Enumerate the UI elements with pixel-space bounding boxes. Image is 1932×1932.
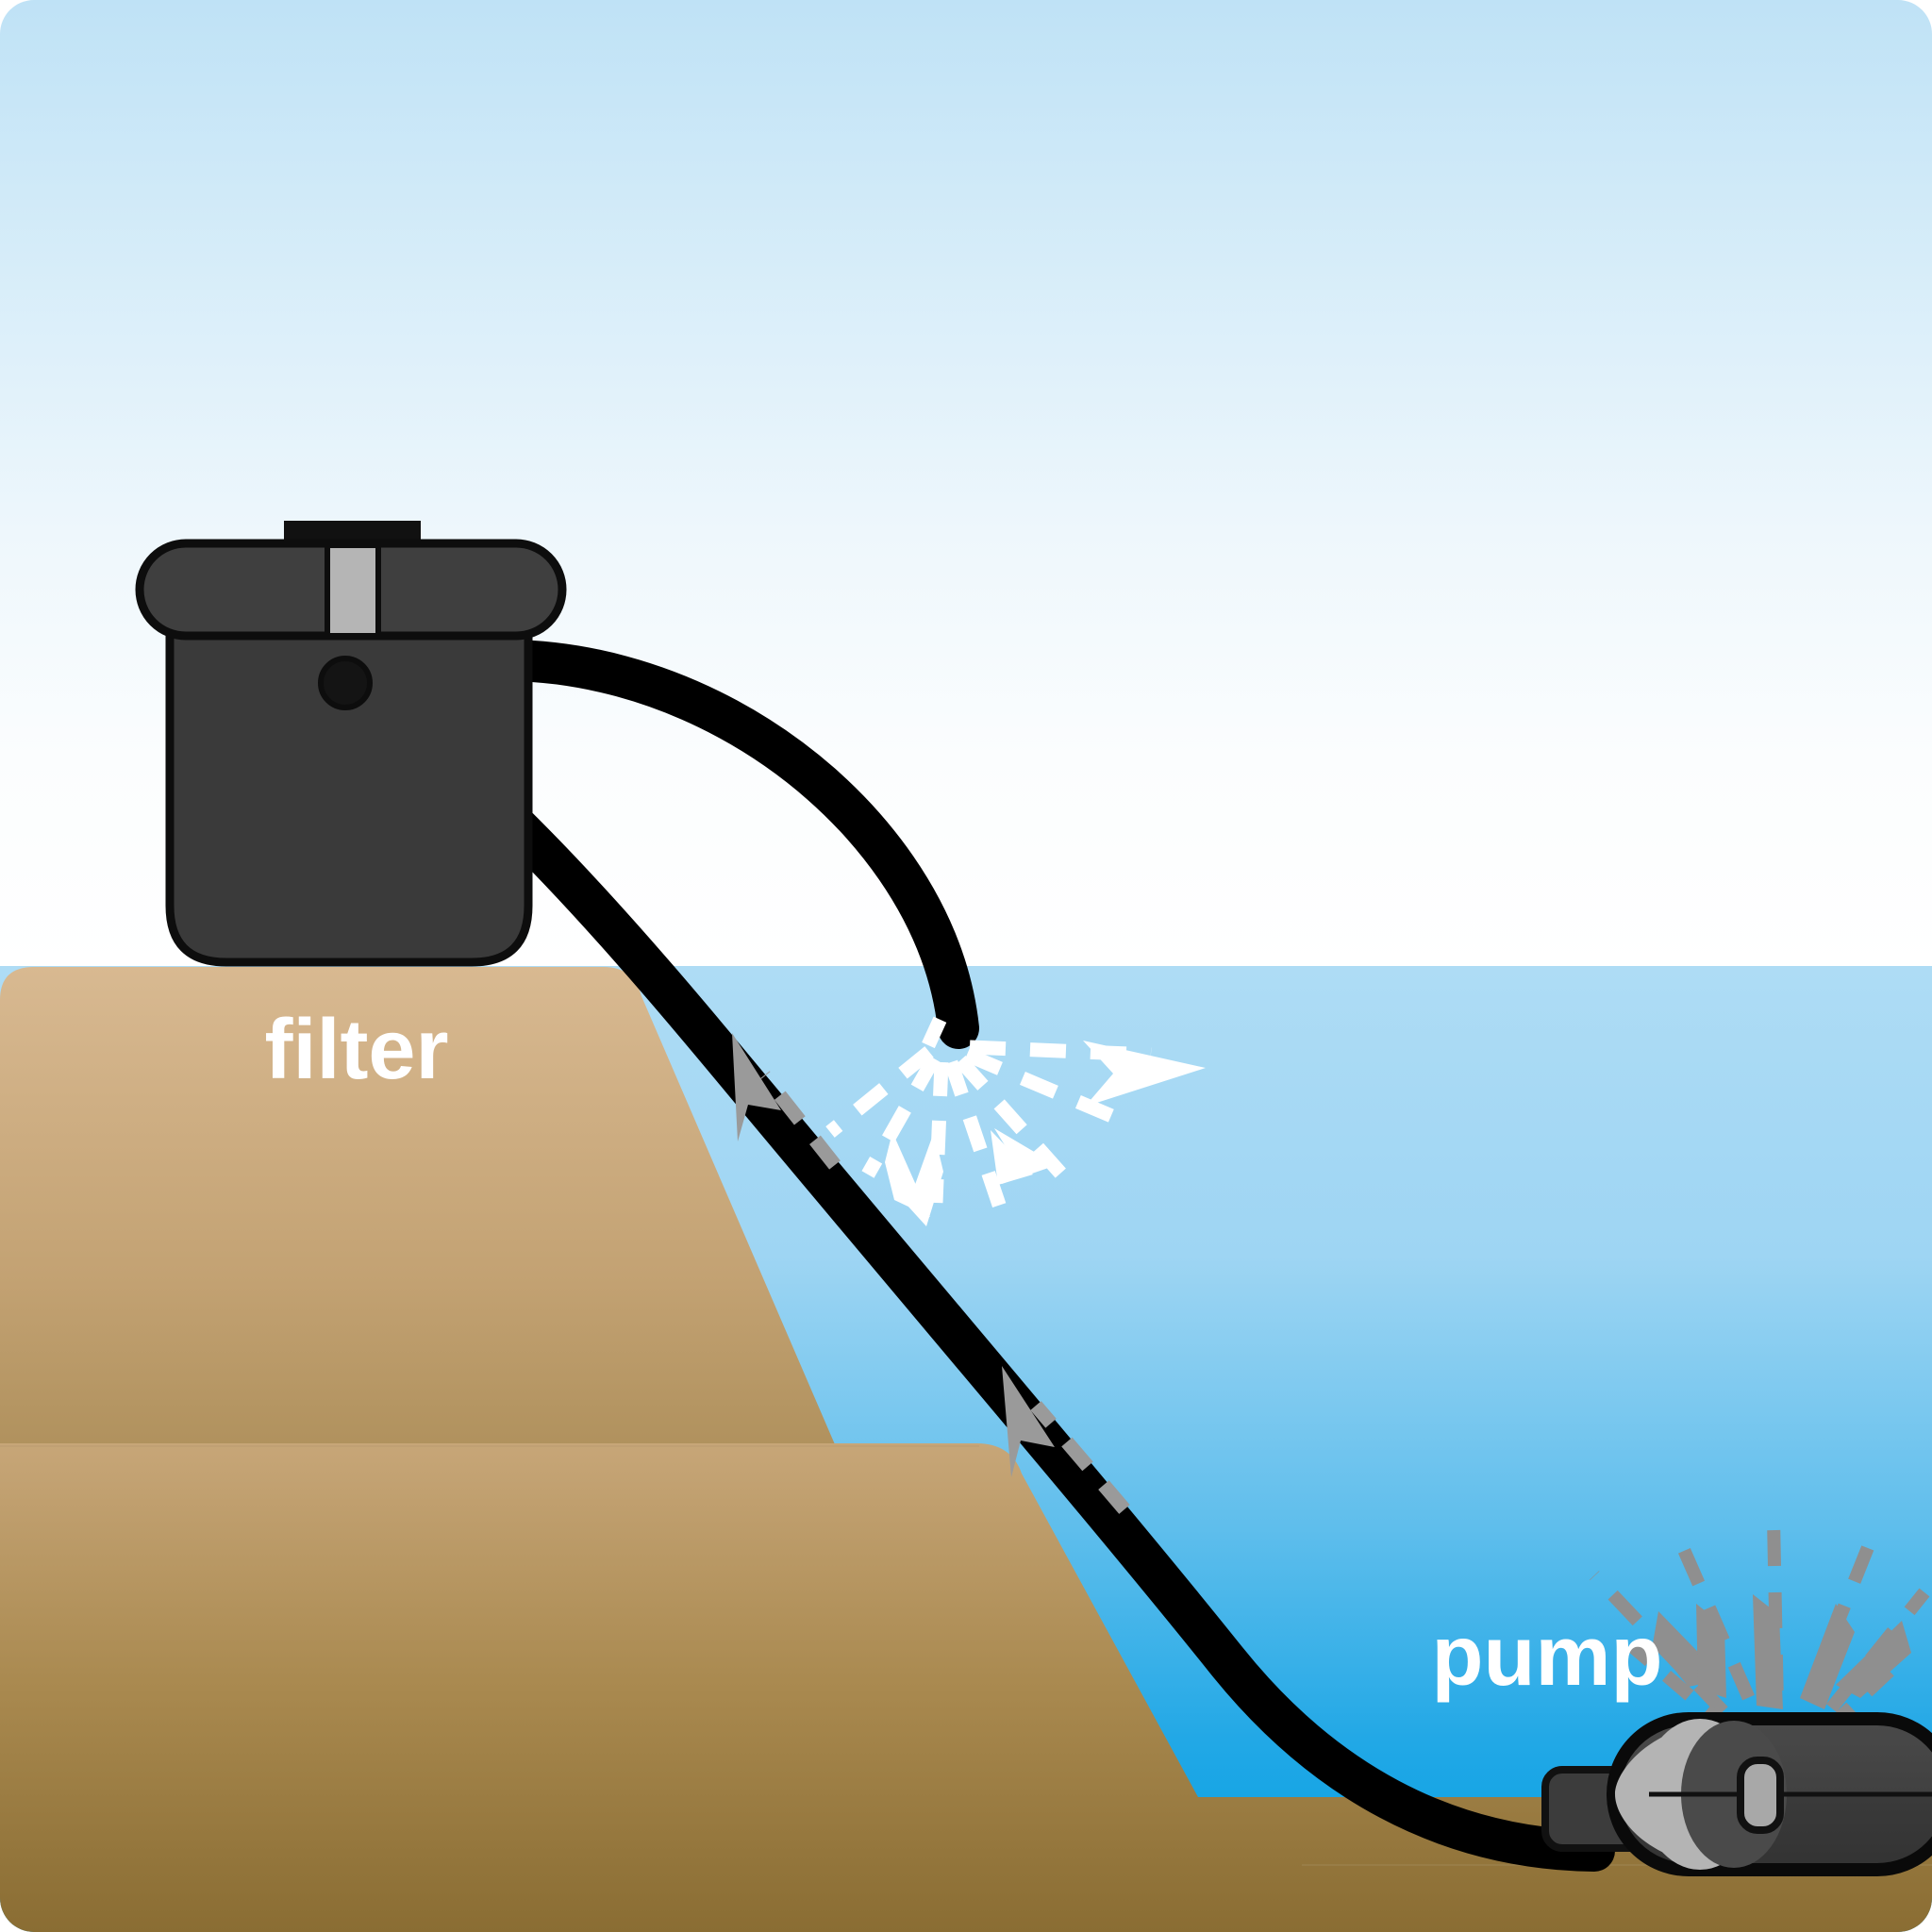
outlet-hose — [489, 640, 979, 1049]
flow-arrow-upper — [732, 1033, 841, 1170]
outflow-spray — [825, 998, 1152, 1210]
pump-label: pump — [1432, 1609, 1663, 1704]
pump-switch-button[interactable] — [1737, 1757, 1784, 1834]
suction-hose — [321, 660, 1615, 1872]
pump-intake-cap — [1615, 1724, 1700, 1864]
filter-label: filter — [264, 1003, 448, 1097]
filter-body — [165, 561, 533, 967]
outflow-spray-arrowheads — [885, 1041, 1206, 1226]
filter-canister[interactable] — [135, 521, 567, 967]
filter-indicator-strip — [325, 542, 381, 639]
intake-spray-arrowheads — [1653, 1594, 1911, 1709]
flow-arrow-lower — [1002, 1366, 1130, 1514]
submersible-pump[interactable] — [1541, 1712, 1932, 1876]
filter-hose-port — [318, 656, 373, 710]
